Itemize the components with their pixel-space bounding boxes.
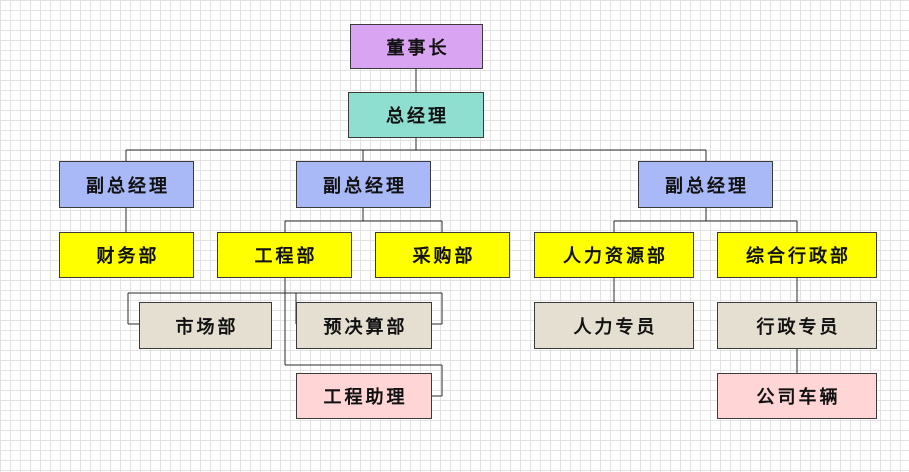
budget-dept-box: 预决算部 [296, 302, 432, 349]
engineering-assistant-box: 工程助理 [296, 373, 432, 419]
engineering-dept-box: 工程部 [217, 232, 352, 278]
admin-specialist-box: 行政专员 [717, 302, 877, 349]
company-vehicles-box: 公司车辆 [717, 373, 877, 419]
general-manager-box: 总经理 [348, 92, 484, 138]
general-manager-label: 总经理 [386, 106, 449, 127]
chairman-box: 董事长 [350, 24, 483, 69]
hr-specialist-box: 人力专员 [534, 302, 694, 349]
finance-dept-box: 财务部 [59, 232, 194, 278]
deputy-gm-middle-box: 副总经理 [296, 161, 431, 208]
purchasing-dept-box: 采购部 [375, 232, 510, 278]
engineering-assistant-label: 工程助理 [323, 387, 408, 408]
company-vehicles-label: 公司车辆 [756, 387, 841, 408]
deputy-gm-left-box: 副总经理 [59, 161, 194, 208]
hr-dept-label: 人力资源部 [563, 246, 668, 267]
engineering-dept-label: 工程部 [254, 246, 318, 267]
deputy-gm-left-label: 副总经理 [86, 175, 170, 197]
finance-dept-label: 财务部 [96, 246, 160, 267]
budget-dept-label: 预决算部 [323, 316, 408, 338]
deputy-gm-right-label: 副总经理 [665, 175, 749, 197]
hr-specialist-label: 人力专员 [573, 316, 658, 338]
marketing-dept-label: 市场部 [175, 316, 239, 338]
purchasing-dept-label: 采购部 [412, 246, 476, 267]
marketing-dept-box: 市场部 [139, 302, 272, 349]
hr-dept-box: 人力资源部 [534, 232, 694, 278]
admin-specialist-label: 行政专员 [756, 316, 841, 338]
admin-dept-label: 综合行政部 [746, 246, 851, 267]
deputy-gm-middle-label: 副总经理 [323, 175, 407, 197]
chairman-label: 董事长 [386, 37, 450, 59]
deputy-gm-right-box: 副总经理 [638, 161, 773, 208]
admin-dept-box: 综合行政部 [717, 232, 877, 278]
